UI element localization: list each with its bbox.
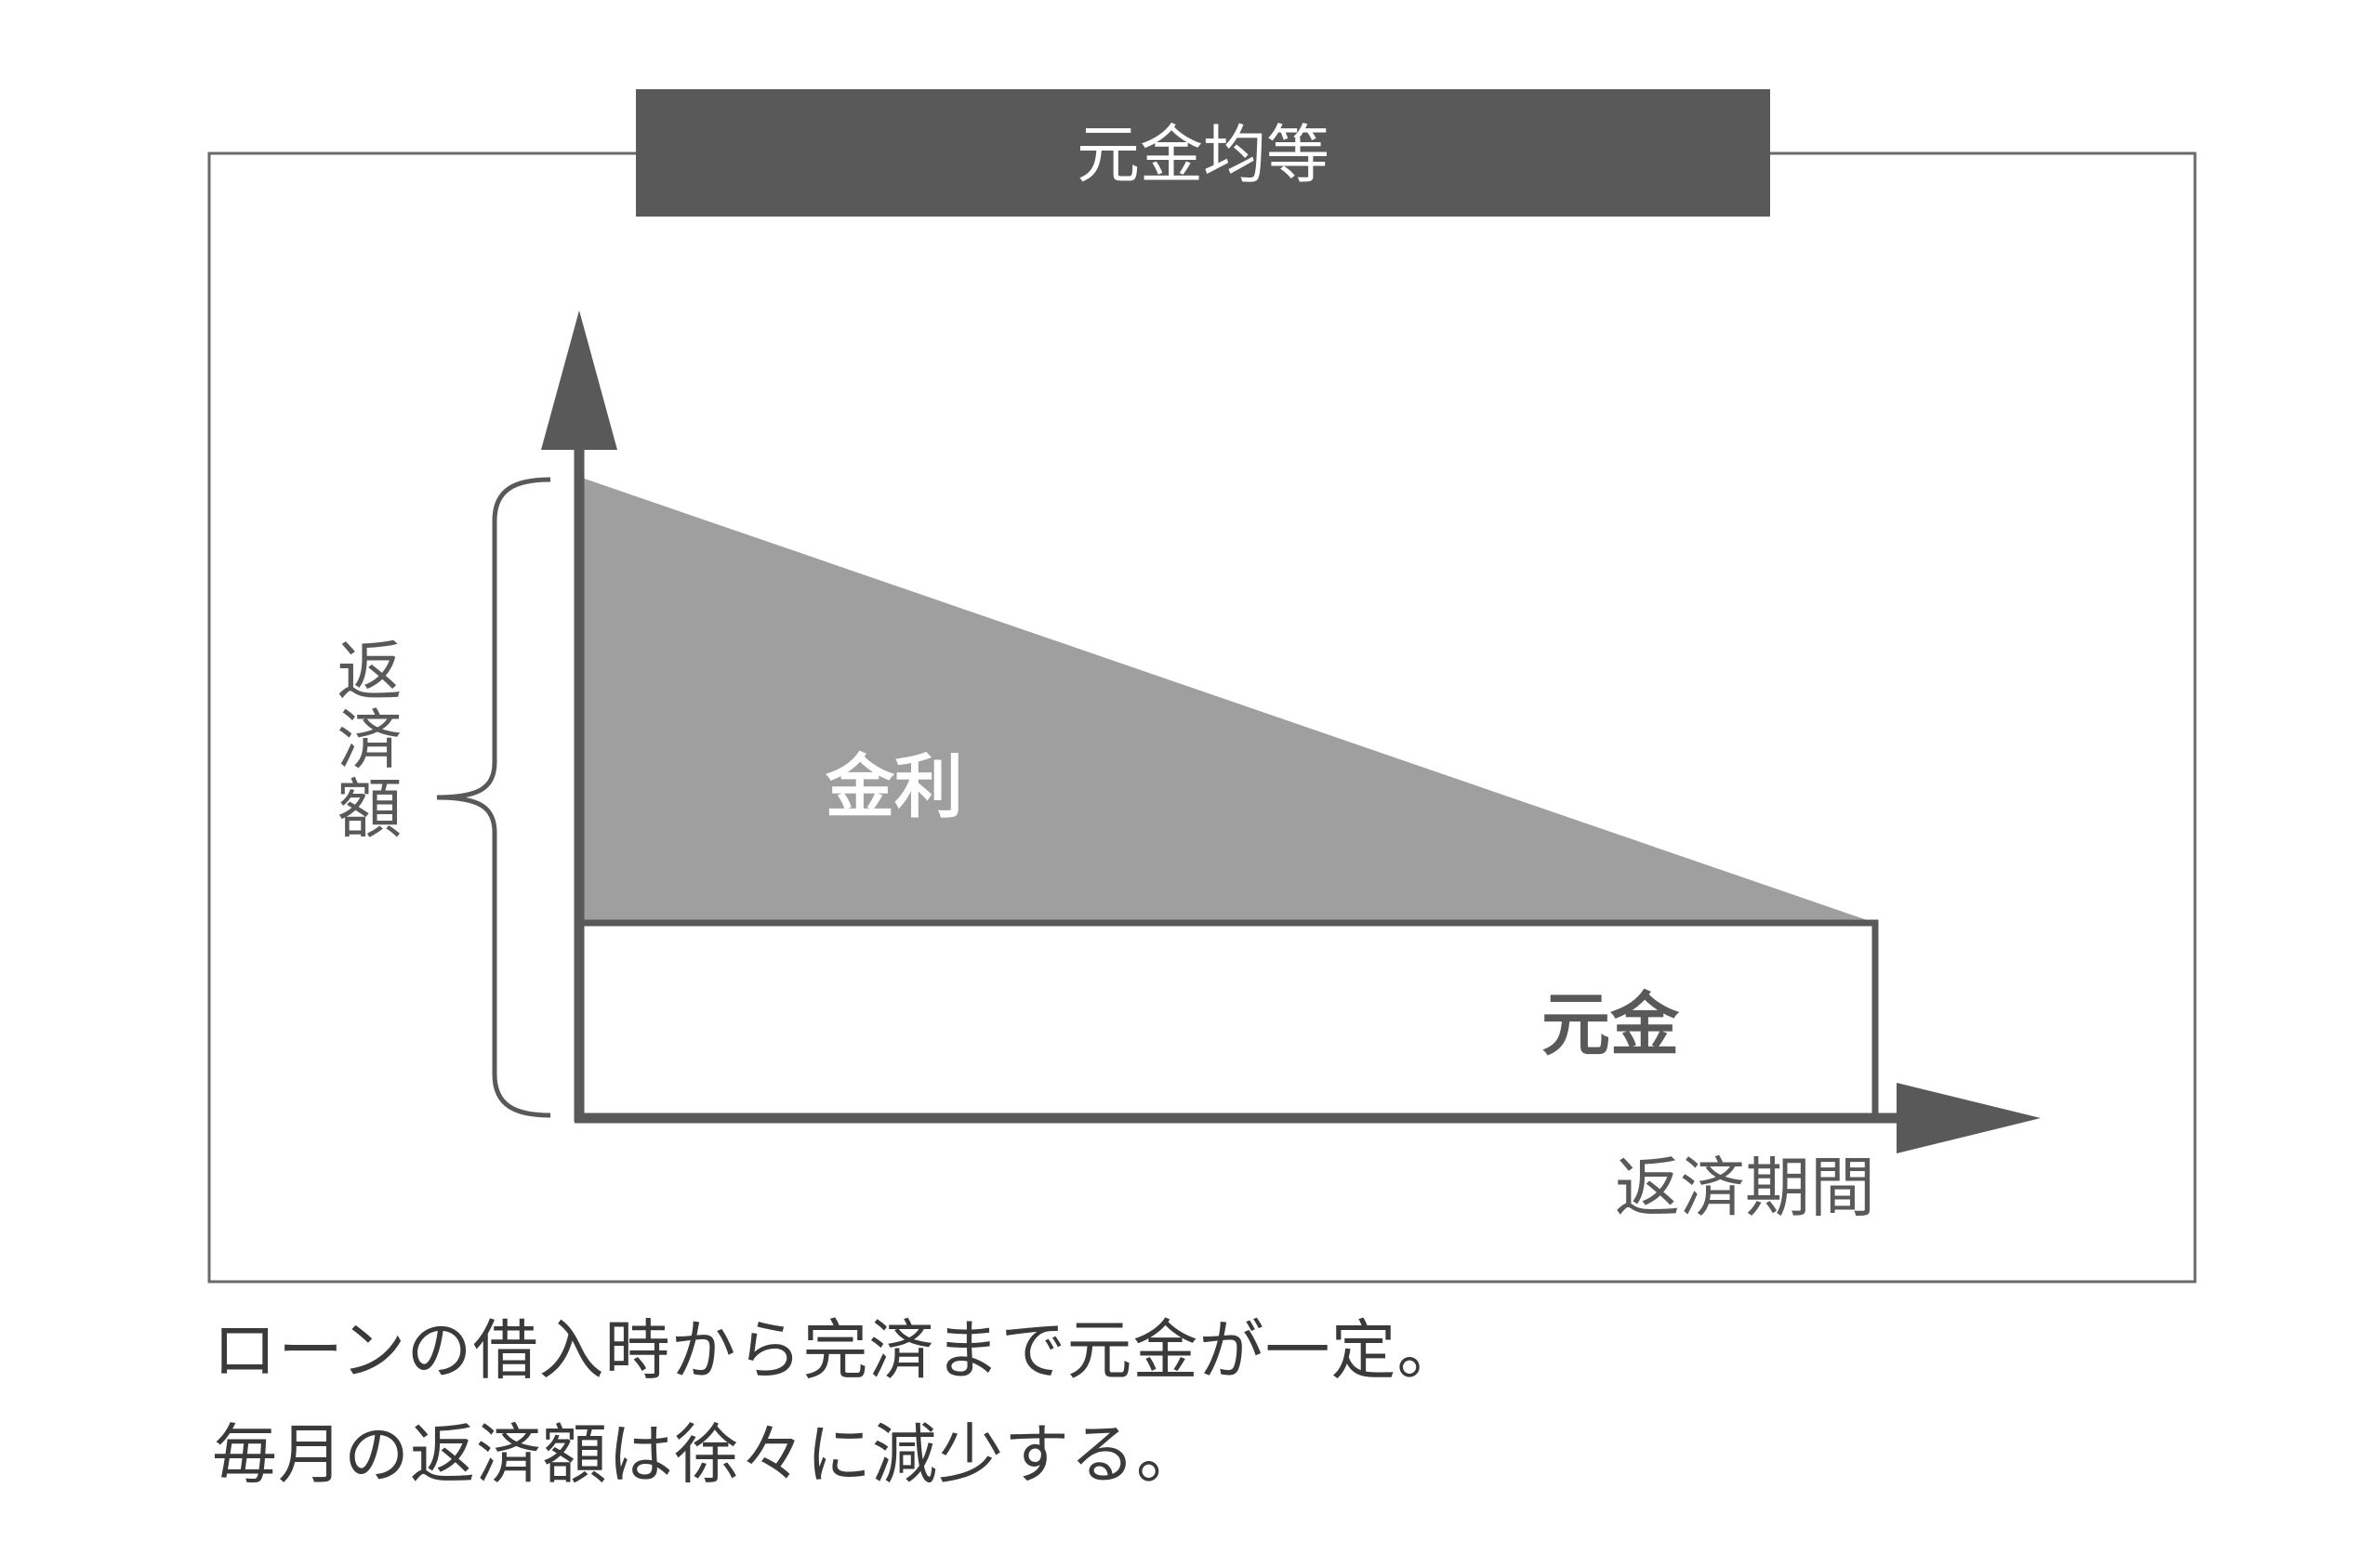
principal-region (575, 919, 1879, 1122)
interest-label: 金利 (826, 747, 963, 827)
x-axis-arrow-icon (1897, 1083, 2041, 1153)
principal-label: 元金 (1541, 985, 1680, 1065)
caption-line-1: ローンの借入時から完済まで元金が一定。 (212, 1312, 1463, 1389)
y-axis-arrow-icon (541, 310, 617, 450)
diagram-title: 元金均等 (1077, 119, 1329, 192)
x-axis-label: 返済期間 (1615, 1150, 1875, 1226)
caption-line-2: 毎月の返済額は徐々に減少する。 (212, 1416, 1202, 1493)
y-axis-label: 返済額 (326, 637, 403, 843)
interest-region (579, 477, 1875, 923)
title-bar (636, 89, 1770, 217)
curly-brace-icon (436, 477, 551, 1118)
